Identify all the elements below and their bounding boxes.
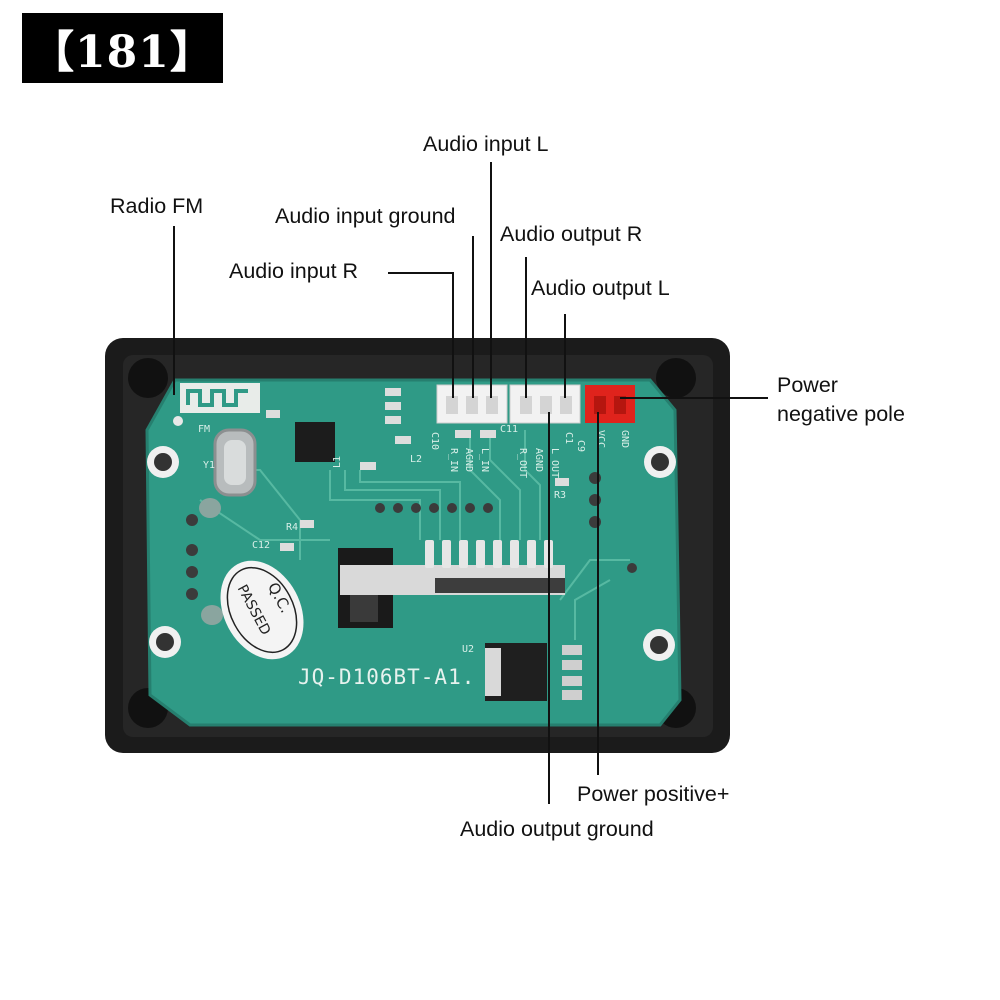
silk-y1: Y1 [203, 460, 215, 471]
frame-corner-tl [128, 358, 168, 398]
silk-c9: C9 [575, 440, 586, 452]
silk-r3: R3 [554, 490, 566, 501]
label-audio-input-l: Audio input L [423, 132, 549, 156]
image-number-badge: 【181】 [22, 13, 223, 83]
silk-l-in: L_IN [479, 448, 490, 472]
silk-gnd: GND [619, 430, 630, 448]
silk-l1: L1 [332, 456, 343, 468]
regulator-tab [485, 648, 501, 696]
main-chip [295, 422, 335, 462]
pcb-shading [145, 378, 682, 727]
screw-tr [644, 446, 676, 478]
silk-r4: R4 [286, 522, 298, 533]
screw-tl [147, 446, 179, 478]
label-radio-fm: Radio FM [110, 194, 204, 218]
label-power-negative-line2: negative pole [777, 402, 905, 426]
screw-br [643, 629, 675, 661]
power-connector [585, 385, 635, 423]
screw-bl [149, 626, 181, 658]
silk-c1: C1 [563, 432, 574, 444]
antenna-trace [186, 389, 248, 407]
label-audio-output-l: Audio output L [531, 276, 670, 300]
silk-vcc: VCC [595, 430, 606, 448]
board-model-text: JQ-D106BT-A1. [298, 665, 475, 689]
crystal-inner [224, 440, 246, 485]
silk-c11: C11 [500, 424, 518, 435]
leader-lines [173, 162, 768, 804]
silk-l2: L2 [410, 454, 422, 465]
power-connector-slot-1 [594, 396, 606, 414]
label-audio-output-r: Audio output R [500, 222, 643, 246]
regulator-pads [562, 645, 582, 700]
label-audio-input-ground: Audio input ground [275, 204, 456, 228]
label-power-negative-line1: Power [777, 373, 838, 397]
qc-sticker-ring [226, 566, 298, 654]
tf-card-contacts-shadow [435, 578, 565, 593]
audio-connector-slots [446, 396, 572, 414]
silk-agnd-out: AGND [533, 448, 544, 472]
label-audio-output-ground: Audio output ground [460, 817, 654, 841]
label-power-positive: Power positive+ [577, 782, 730, 806]
pad-oval-1 [199, 498, 221, 518]
silk-fm: FM [198, 424, 210, 435]
silk-agnd-in: AGND [463, 448, 474, 472]
leader-audio-input-r [388, 272, 454, 398]
silk-c12: C12 [252, 540, 270, 551]
power-connector-slot-2 [614, 396, 626, 414]
silk-r-in: R_IN [448, 448, 459, 472]
silk-r-out: R_OUT [517, 448, 528, 478]
silk-u2: U2 [462, 644, 474, 655]
silk-c10: C10 [429, 432, 440, 450]
via-holes [173, 416, 637, 600]
smd-components [266, 388, 569, 551]
antenna-area [180, 383, 260, 413]
pad-oval-2 [201, 605, 223, 625]
frame-corner-tr [656, 358, 696, 398]
silk-l-out: L_OUT [549, 448, 560, 478]
tf-card-pins [425, 540, 553, 568]
label-audio-input-r: Audio input R [229, 259, 359, 283]
